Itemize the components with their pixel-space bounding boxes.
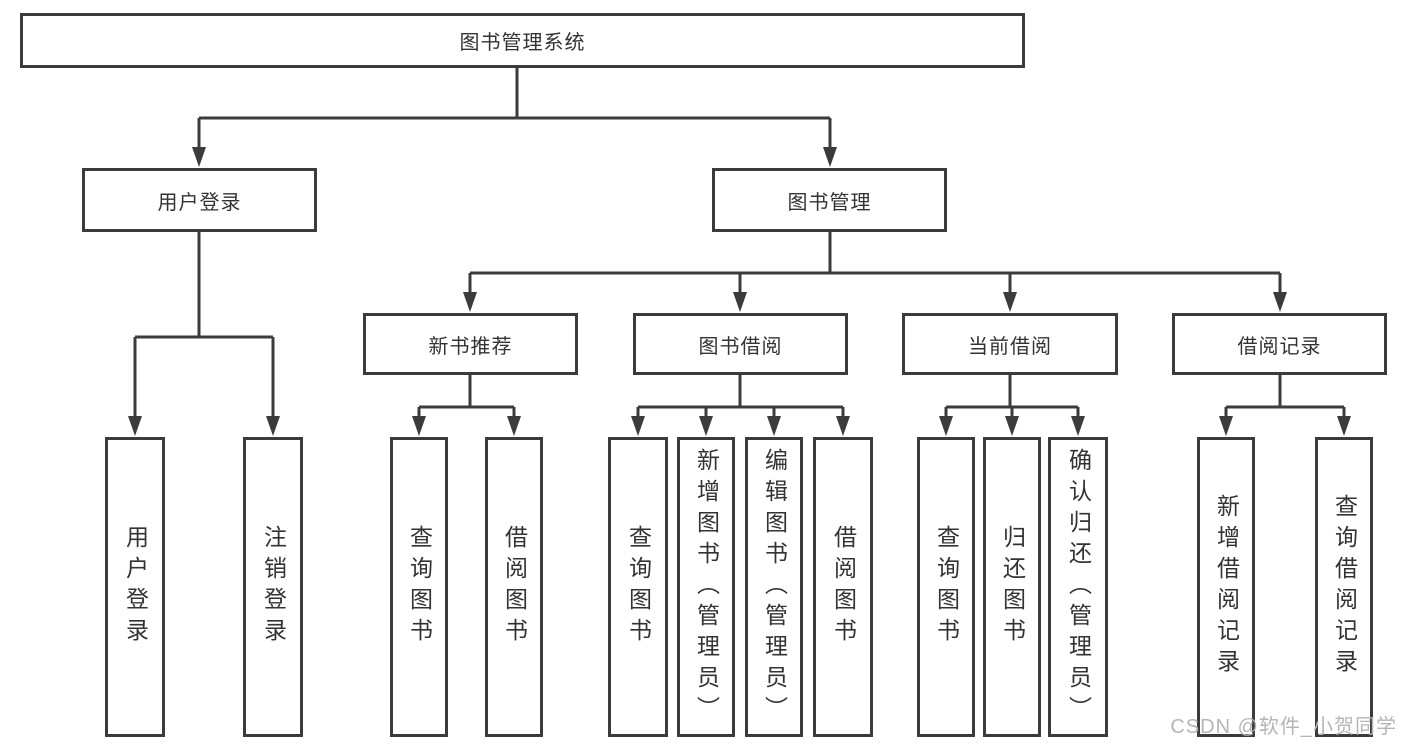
node-new-book-recommend: 新书推荐 — [363, 313, 578, 375]
csdn-watermark: CSDN @软件_小贺同学 — [1170, 716, 1397, 738]
leaf-current-query-books: 查询图书 — [917, 437, 975, 737]
leaf-borrowing-add-books-admin: 新增图书（管理员） — [677, 437, 735, 737]
leaf-current-return-books: 归还图书 — [983, 437, 1041, 737]
leaf-records-query-record: 查询借阅记录 — [1315, 437, 1373, 737]
node-book-borrowing: 图书借阅 — [633, 313, 848, 375]
leaf-recommend-borrow-books: 借阅图书 — [485, 437, 543, 737]
leaf-recommend-query-books: 查询图书 — [390, 437, 448, 737]
leaf-user-login: 用户登录 — [105, 437, 165, 737]
node-library-management-system: 图书管理系统 — [20, 13, 1025, 68]
node-user-login: 用户登录 — [82, 168, 317, 232]
leaf-borrowing-query-books: 查询图书 — [608, 437, 668, 737]
leaf-current-confirm-return-admin: 确认归还（管理员） — [1048, 437, 1108, 737]
node-book-management: 图书管理 — [712, 168, 947, 232]
arrowheads — [128, 147, 1351, 436]
leaf-logout: 注销登录 — [243, 437, 303, 737]
node-borrowing-records: 借阅记录 — [1172, 313, 1387, 375]
node-current-borrowing: 当前借阅 — [902, 313, 1118, 375]
leaf-borrowing-edit-books-admin: 编辑图书（管理员） — [745, 437, 803, 737]
leaf-records-add-record: 新增借阅记录 — [1197, 437, 1255, 737]
leaf-borrowing-borrow-books: 借阅图书 — [813, 437, 873, 737]
